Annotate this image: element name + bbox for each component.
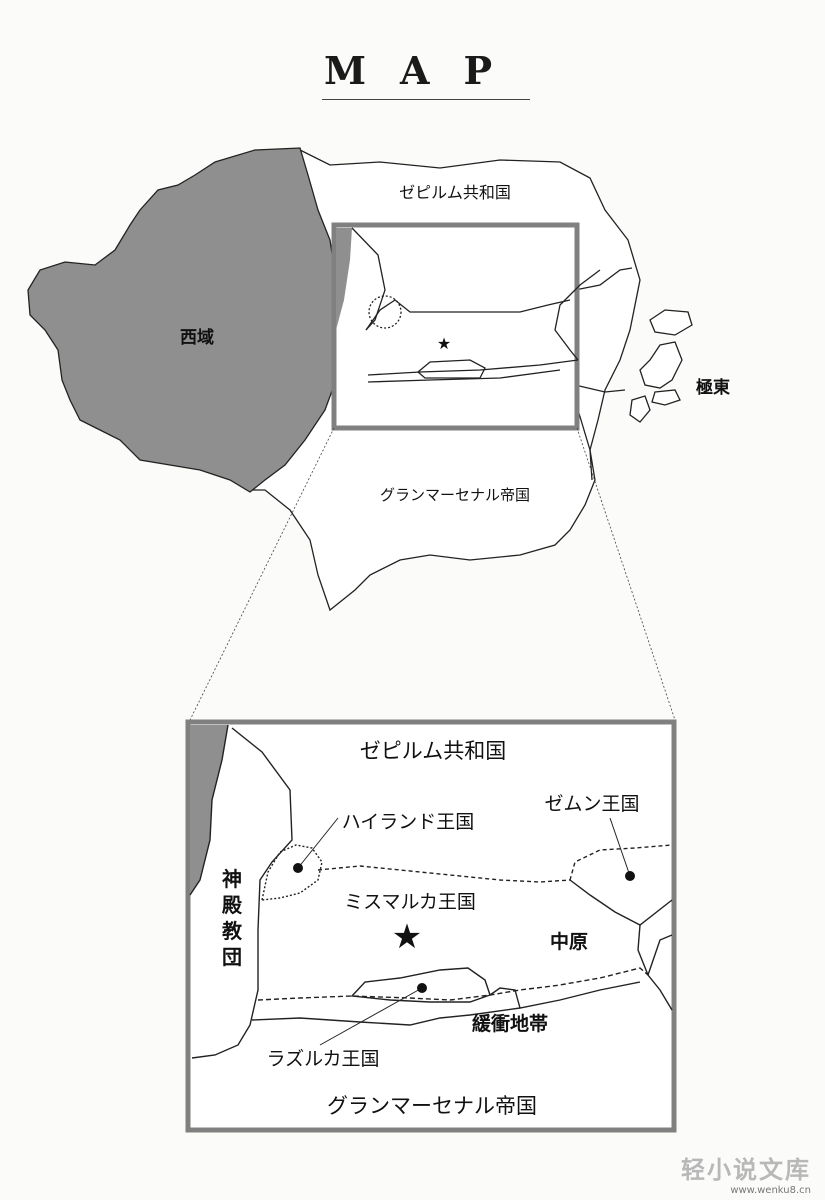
detail-label-zemun: ゼムン王国 (544, 793, 639, 815)
detail-west-strip (190, 725, 228, 895)
overview-frame-west-strip (336, 228, 352, 330)
detail-mismarca-star-icon: ★ (392, 917, 422, 957)
detail-map: ★ (185, 719, 677, 1133)
overview-inner-border-b (365, 299, 571, 331)
detail-label-buffer: 緩衝地帯 (472, 1012, 548, 1035)
overview-island-3 (651, 389, 681, 406)
detail-temple-label-2: 殿 (221, 893, 243, 917)
overview-capital-star-icon: ★ (437, 334, 451, 353)
detail-temple-border (191, 727, 293, 1059)
detail-zemun-leader (609, 817, 631, 877)
overview-border-1 (574, 267, 633, 291)
overview-highland-dotted (368, 295, 402, 329)
detail-label-highland: ハイランド王国 (342, 811, 475, 833)
detail-highland-leader (297, 817, 339, 869)
detail-label-central: 中原 (550, 930, 588, 953)
overview-island-1 (649, 309, 693, 336)
detail-highland-border (261, 844, 323, 901)
detail-temple-label-4: 団 (222, 945, 242, 969)
overview-label-empire: グランマーセナル帝国 (380, 486, 530, 504)
detail-razulca-border (350, 967, 491, 1003)
zoom-connector-right (576, 427, 676, 721)
overview-inner-border-a (351, 227, 386, 331)
detail-razulca-leader (319, 987, 423, 1046)
detail-label-razulca: ラズルカ王国 (266, 1048, 379, 1070)
detail-label-mismarca: ミスマルカ王国 (344, 891, 476, 913)
watermark-site: 轻小说文库 (681, 1156, 811, 1184)
watermark: 轻小说文库 www.wenku8.cn (681, 1150, 811, 1196)
detail-east-border-2 (647, 934, 673, 976)
detail-buffer-bump (489, 987, 521, 1009)
page-title: MAP (323, 48, 527, 93)
overview-inner-border-e (367, 369, 561, 383)
detail-label-empire: グランマーセナル帝国 (327, 1094, 537, 1118)
detail-label-zepilum: ゼピルム共和国 (360, 739, 507, 763)
overview-label-zepilum: ゼピルム共和国 (399, 183, 511, 202)
detail-frame (185, 719, 677, 1133)
overview-label-far-east: 極東 (696, 377, 730, 398)
overview-island-2 (639, 341, 683, 389)
watermark-url: www.wenku8.cn (730, 1185, 811, 1196)
detail-razulca-capital-dot (417, 983, 427, 993)
overview-island-4 (629, 395, 651, 423)
detail-highland-capital-dot (293, 863, 303, 873)
overview-inner-blob (416, 359, 486, 379)
detail-west-strip-border (189, 724, 229, 896)
overview-west-region (27, 147, 341, 493)
overview-inner-border-c (554, 269, 601, 361)
detail-temple-label-3: 教 (222, 919, 243, 943)
overview-inner-border-d (367, 359, 579, 376)
detail-buffer-south (251, 981, 641, 1026)
overview-label-west: 西域 (180, 327, 214, 348)
overview-border-2 (574, 384, 626, 393)
detail-north-border (317, 865, 571, 883)
detail-zemun-capital-dot (625, 871, 635, 881)
overview-map (27, 147, 693, 612)
detail-zemun-south (569, 879, 673, 926)
title-underline (322, 99, 530, 100)
detail-temple-label-1: 神 (222, 867, 242, 891)
overview-zoom-frame (331, 222, 580, 431)
detail-zemun-border (569, 844, 673, 881)
